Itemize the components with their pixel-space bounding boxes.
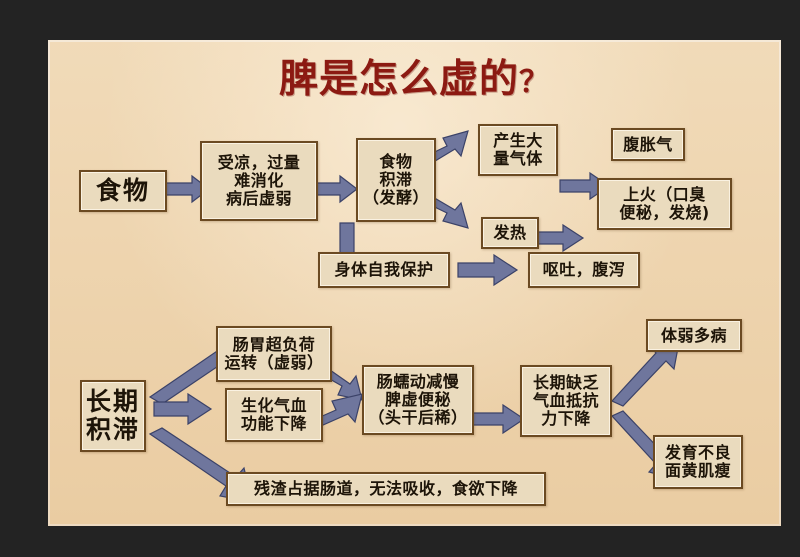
node-overload-line-1: 运转（虚弱）	[224, 353, 324, 372]
node-poor-growth-line-0: 发育不良	[664, 443, 731, 463]
node-causes-line-0: 受凉，过量	[217, 153, 301, 173]
node-gas-line-1: 量气体	[493, 149, 543, 168]
node-poor-growth-line-1: 面黄肌瘦	[664, 461, 731, 480]
node-vomit[interactable]: 呕吐，腹泻	[528, 252, 640, 288]
node-heat-line-0: 上火（口臭	[623, 185, 706, 205]
node-bloating-line-0: 腹胀气	[623, 134, 673, 154]
node-food[interactable]: 食物	[79, 170, 167, 212]
node-qi-blood[interactable]: 生化气血 功能下降	[225, 388, 323, 442]
node-overload[interactable]: 肠胃超负荷 运转（虚弱）	[216, 326, 332, 382]
node-food-stagnation-line-0: 食物	[379, 152, 413, 172]
node-fever-line-0: 发热	[493, 223, 527, 243]
node-gas[interactable]: 产生大 量气体	[478, 124, 558, 176]
arrow-causes-to-stagnation	[315, 174, 358, 204]
page-title-text: 脾是怎么虚的	[278, 57, 519, 102]
node-poor-growth[interactable]: 发育不良 面黄肌瘦	[653, 435, 743, 489]
node-heat-line-1: 便秘，发烧)	[619, 203, 710, 222]
node-food-line-0: 食物	[95, 176, 150, 205]
arrow-peristalsis-to-deficiency	[472, 403, 526, 435]
node-weak-illness[interactable]: 体弱多病	[646, 319, 742, 352]
node-residue[interactable]: 残渣占据肠道，无法吸收，食欲下降	[226, 472, 546, 506]
node-long-stagnation-line-0: 长期	[86, 387, 141, 416]
node-peristalsis-line-2: （头干后稀）	[368, 407, 468, 427]
node-causes[interactable]: 受凉，过量 难消化 病后虚弱	[200, 141, 318, 221]
page-title: 脾是怎么虚的？	[48, 58, 781, 105]
node-qi-deficiency-line-0: 长期缺乏	[532, 373, 599, 393]
node-residue-line-0: 残渣占据肠道，无法吸收，食欲下降	[253, 479, 518, 499]
node-overload-line-0: 肠胃超负荷	[232, 335, 316, 355]
node-qi-deficiency[interactable]: 长期缺乏 气血抵抗 力下降	[520, 365, 612, 437]
node-heat[interactable]: 上火（口臭 便秘，发烧)	[597, 178, 732, 230]
node-food-stagnation-line-2: （发酵）	[362, 187, 429, 207]
node-long-stagnation-line-1: 积滞	[86, 415, 141, 444]
node-peristalsis-line-1: 脾虚便秘	[384, 390, 451, 410]
arrow-longstag-to-qixue	[153, 392, 213, 426]
node-peristalsis[interactable]: 肠蠕动减慢 脾虚便秘 （头干后稀）	[362, 365, 474, 435]
node-food-stagnation-line-1: 积滞	[379, 170, 413, 190]
node-bloating[interactable]: 腹胀气	[611, 128, 685, 161]
node-qi-deficiency-line-1: 气血抵抗	[532, 391, 599, 411]
node-qi-blood-line-1: 功能下降	[240, 414, 307, 433]
node-causes-line-1: 难消化	[234, 171, 284, 191]
node-weak-illness-line-0: 体弱多病	[660, 325, 727, 345]
node-long-stagnation[interactable]: 长期 积滞	[80, 380, 146, 452]
node-gas-line-0: 产生大	[493, 131, 543, 151]
node-self-protect-line-0: 身体自我保护	[334, 260, 434, 280]
page-title-question-mark: ？	[519, 65, 550, 100]
node-food-stagnation[interactable]: 食物 积滞 （发酵）	[356, 138, 436, 222]
node-qi-blood-line-0: 生化气血	[240, 396, 307, 416]
node-self-protect[interactable]: 身体自我保护	[318, 252, 450, 288]
node-qi-deficiency-line-2: 力下降	[541, 408, 591, 428]
diagram-canvas: 脾是怎么虚的？	[48, 40, 781, 526]
node-causes-line-2: 病后虚弱	[225, 188, 292, 208]
node-peristalsis-line-0: 肠蠕动减慢	[376, 372, 460, 392]
node-vomit-line-0: 呕吐，腹泻	[542, 260, 626, 280]
node-fever[interactable]: 发热	[481, 217, 539, 249]
arrow-selfprotect-to-vomit	[457, 253, 519, 287]
